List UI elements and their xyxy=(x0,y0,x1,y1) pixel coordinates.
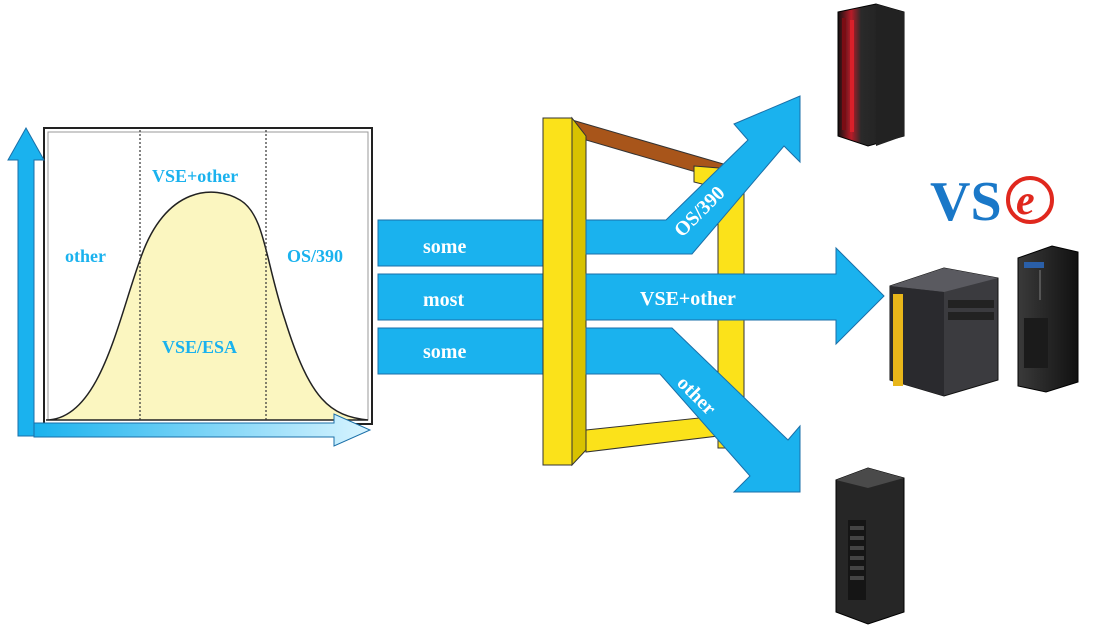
rack-server-icon xyxy=(1017,245,1079,393)
mainframe-server-icon xyxy=(837,3,905,147)
bell-curve xyxy=(45,191,369,421)
filter-frame-front xyxy=(542,116,719,467)
label-os390: OS/390 xyxy=(287,246,343,266)
y-axis-arrow xyxy=(7,126,45,437)
output-arrow-up xyxy=(585,95,801,255)
input-label-top: some xyxy=(423,236,466,258)
x-axis-arrow xyxy=(33,413,372,447)
vse-logo: VS e xyxy=(930,171,1054,233)
label-vse-other: VSE+other xyxy=(152,166,238,186)
output-arrow-straight xyxy=(585,246,885,346)
tower-server-icon-bottom xyxy=(835,467,905,625)
distribution-chart: other VSE+other VSE/ESA OS/390 xyxy=(7,126,373,447)
tower-server-icon xyxy=(889,267,999,397)
input-band-top xyxy=(377,219,549,267)
logo-e: e xyxy=(1016,178,1035,224)
input-label-bottom: some xyxy=(423,341,466,363)
output-arrow-down xyxy=(585,327,801,493)
input-band-bottom xyxy=(377,327,549,375)
output-arrows xyxy=(585,95,885,493)
logo-e-ring xyxy=(1006,176,1054,224)
input-bands xyxy=(377,219,549,375)
output-label-straight: VSE+other xyxy=(640,288,736,310)
input-band-middle xyxy=(377,273,549,321)
label-other: other xyxy=(65,246,106,266)
logo-vs: VS xyxy=(930,171,1002,233)
label-vse-esa: VSE/ESA xyxy=(162,337,237,357)
input-label-middle: most xyxy=(423,289,464,311)
